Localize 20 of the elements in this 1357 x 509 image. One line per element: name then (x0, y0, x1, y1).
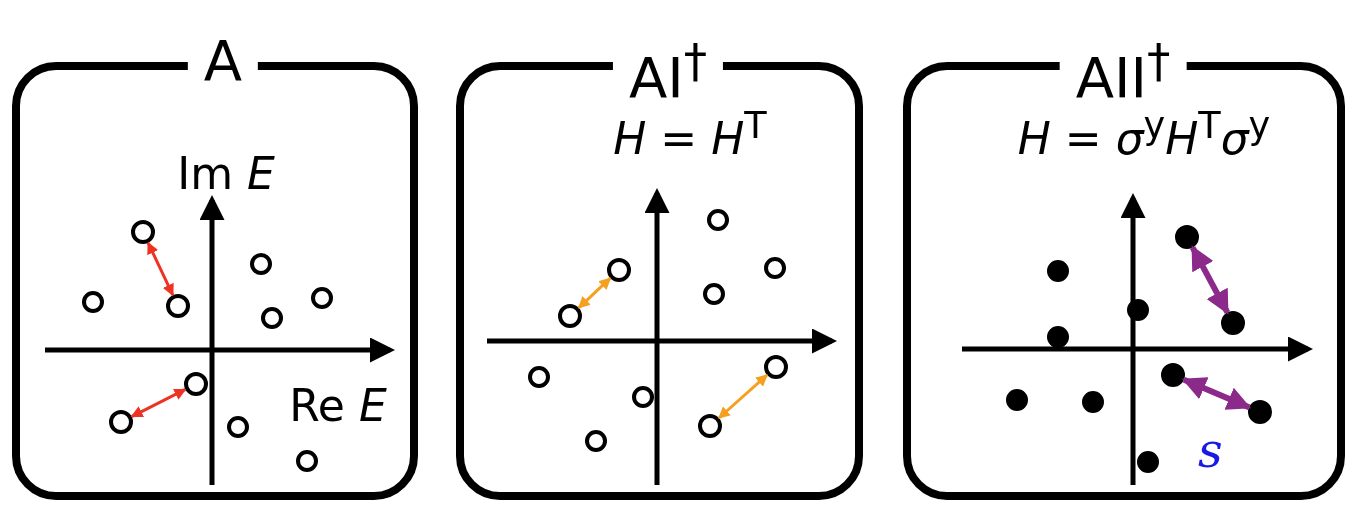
point-marker (131, 220, 155, 244)
point-marker (698, 414, 722, 438)
point-marker (607, 258, 631, 282)
point-marker (764, 355, 788, 379)
point-marker (1221, 311, 1245, 335)
point-marker (109, 410, 133, 434)
double-arrow (1190, 245, 1230, 315)
double-arrow (146, 241, 175, 297)
point-marker (166, 294, 190, 318)
double-arrow (1181, 376, 1252, 411)
formula-text: Re E (289, 380, 387, 432)
point-marker (1175, 225, 1199, 249)
double-arrow (130, 388, 187, 418)
double-arrow (717, 373, 769, 420)
point-marker (558, 304, 582, 328)
point-marker (184, 372, 208, 396)
point-marker (1161, 363, 1185, 387)
formula-text: Im E (177, 148, 275, 200)
point-marker (1248, 400, 1272, 424)
double-arrow (577, 277, 612, 309)
